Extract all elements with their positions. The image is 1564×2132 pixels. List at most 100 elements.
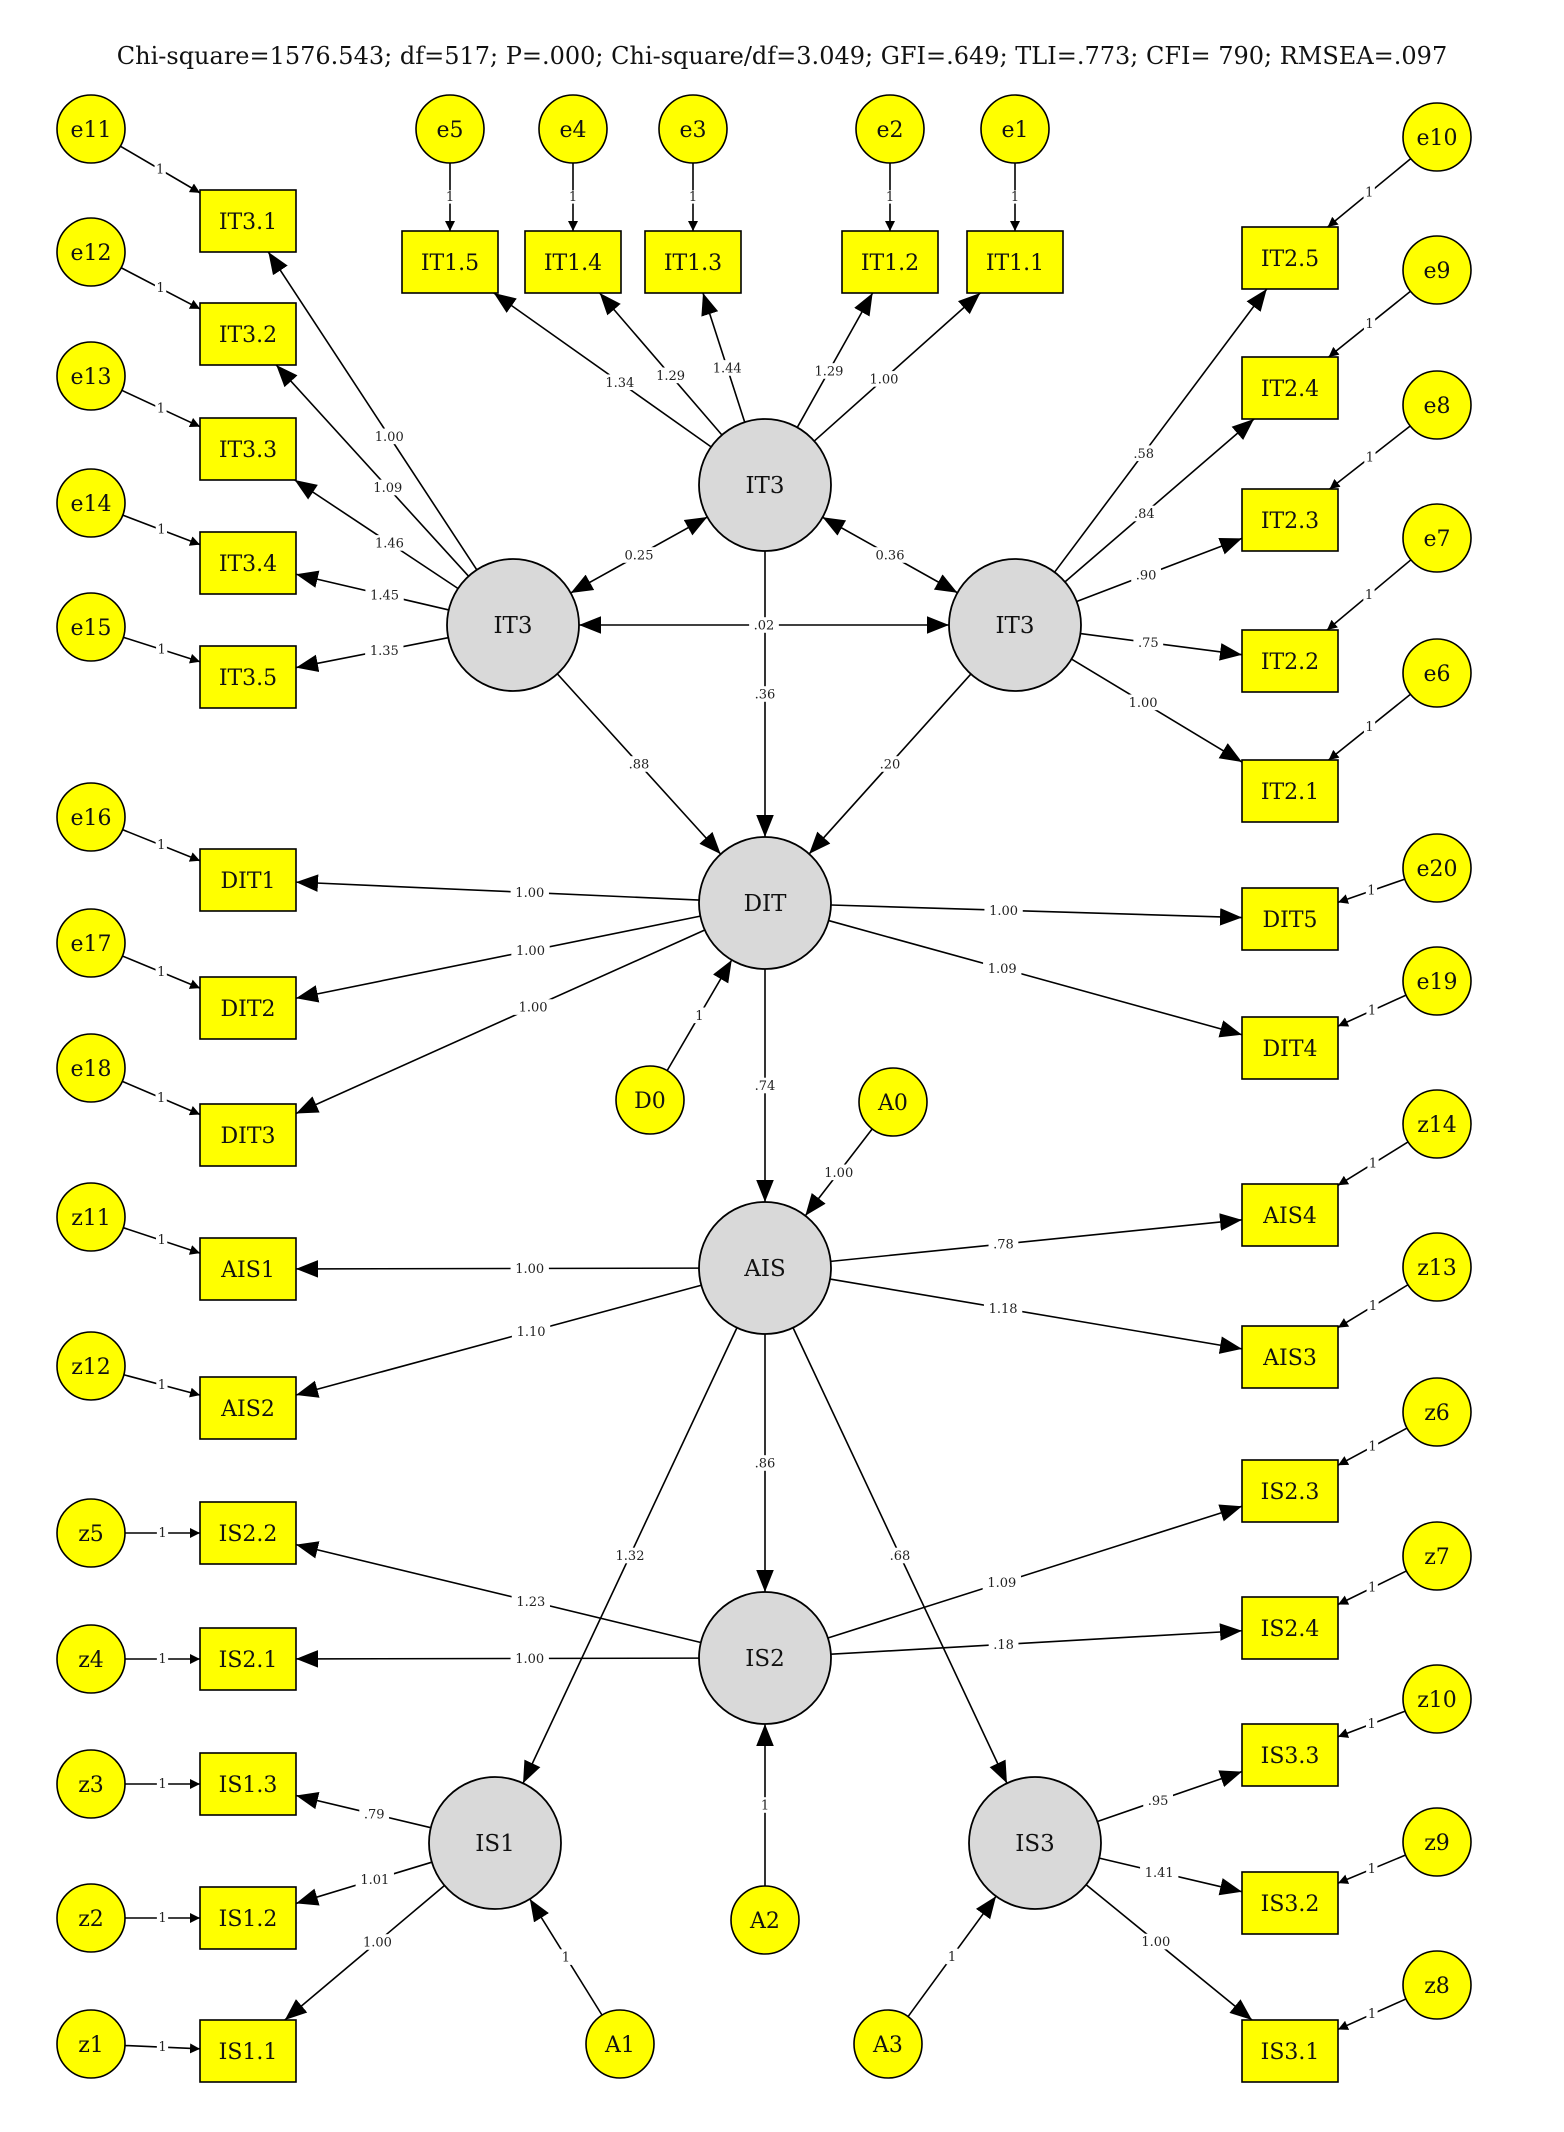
error-circle xyxy=(56,2009,126,2079)
indicator-label: DIT3 xyxy=(221,1124,276,1149)
loading-it3-left-to-it3-3-label-bg xyxy=(370,535,409,551)
loading-is3-to-is3-1 xyxy=(1085,1884,1253,2021)
error-label: e3 xyxy=(679,118,706,143)
disturbance-path-a0-label: 1.00 xyxy=(824,1166,853,1181)
loading-is2-to-is2-4-label: .18 xyxy=(993,1638,1014,1653)
loading-it3-right-to-it2-5-label: .58 xyxy=(1133,447,1154,462)
error-circle xyxy=(853,2009,923,2079)
error-path-z14-label: 1 xyxy=(1369,1156,1377,1171)
indicator-ais4: AIS4 xyxy=(1241,1183,1339,1247)
indicator-label: AIS3 xyxy=(1262,1346,1317,1371)
loading-it3-left-to-it3-1-label-bg xyxy=(370,428,409,445)
loading-it3-right-to-it2-1-label: 1.00 xyxy=(1129,696,1158,711)
indicator-it3-3: IT3.3 xyxy=(199,417,297,481)
error-term-d0: D0 xyxy=(615,1065,685,1135)
error-circle xyxy=(1402,638,1472,708)
error-path-e19-label: 1 xyxy=(1368,1003,1376,1018)
error-path-z13-label: 1 xyxy=(1369,1299,1377,1314)
indicator-it2-4: IT2.4 xyxy=(1241,356,1339,420)
indicator-it3-4: IT3.4 xyxy=(199,531,297,595)
error-path-z4-label: 1 xyxy=(158,1652,166,1667)
error-term-e17: e17 xyxy=(56,908,126,978)
error-term-e13: e13 xyxy=(56,341,126,411)
indicator-ais1: AIS1 xyxy=(199,1237,297,1301)
indicator-is2-3: IS2.3 xyxy=(1241,1459,1339,1523)
error-path-z1-label: 1 xyxy=(158,2040,166,2055)
error-path-z13-label-bg xyxy=(1367,1299,1379,1313)
error-label: z4 xyxy=(78,1648,104,1673)
error-term-z14: z14 xyxy=(1402,1089,1472,1159)
loading-it3-right-to-it2-4-label: .84 xyxy=(1134,507,1155,522)
latent-label: IT3 xyxy=(493,613,532,639)
loading-it3-right-to-it2-3-label-bg xyxy=(1131,567,1161,583)
error-path-e3-label: 1 xyxy=(689,190,697,205)
indicator-label: IS1.2 xyxy=(219,1907,278,1932)
loading-it3-top-to-it1-3-label: 1.44 xyxy=(713,361,742,376)
error-path-e14-label: 1 xyxy=(157,523,165,538)
indicator-label: IT2.4 xyxy=(1261,377,1319,402)
error-label: e15 xyxy=(70,616,111,641)
indicator-box xyxy=(199,1237,297,1301)
loading-it3-left-to-it3-1-label: 1.00 xyxy=(375,430,404,445)
error-path-z9-label-bg xyxy=(1366,1862,1378,1876)
error-circle xyxy=(1402,1089,1472,1159)
latent-is3: IS3 xyxy=(968,1776,1102,1910)
path-it3-top-to-dit-label: .36 xyxy=(755,688,776,703)
loading-is2-to-is2-4-label-bg xyxy=(988,1636,1019,1653)
error-term-a0: A0 xyxy=(858,1067,928,1137)
loading-is1-to-is1-2-label: 1.01 xyxy=(360,1873,389,1888)
loading-it3-left-to-it3-2-label: 1.09 xyxy=(373,481,402,496)
loading-is2-to-is2-2-label-bg xyxy=(511,1593,550,1610)
disturbance-path-a2-label: 1 xyxy=(761,1799,769,1814)
indicator-dit2: DIT2 xyxy=(199,976,297,1040)
error-term-z4: z4 xyxy=(56,1624,126,1694)
error-term-e14: e14 xyxy=(56,468,126,538)
error-path-e9-label-bg xyxy=(1363,317,1376,331)
loading-it3-left-to-it3-1 xyxy=(267,251,478,571)
path-dit-to-ais-label-bg xyxy=(750,1077,780,1094)
error-label: e4 xyxy=(559,118,586,143)
error-term-e11: e11 xyxy=(56,94,126,164)
error-path-e1-label: 1 xyxy=(1011,190,1019,205)
error-path-e13-label: 1 xyxy=(157,401,165,416)
error-path-e8-label-bg xyxy=(1364,450,1376,465)
error-path-e18-label: 1 xyxy=(157,1091,165,1106)
error-path-z7-label: 1 xyxy=(1368,1581,1376,1596)
loading-is3-to-is3-1-label-bg xyxy=(1136,1933,1175,1950)
error-circle xyxy=(56,1331,126,1401)
error-path-e18-label-bg xyxy=(155,1091,167,1105)
error-path-z5-label: 1 xyxy=(158,1526,166,1541)
indicator-label: DIT1 xyxy=(221,869,276,894)
error-circle xyxy=(858,1067,928,1137)
error-label: A0 xyxy=(877,1091,908,1116)
indicator-label: IT2.2 xyxy=(1261,650,1319,675)
error-term-e16: e16 xyxy=(56,782,126,852)
indicator-is1-1: IS1.1 xyxy=(199,2019,297,2083)
disturbance-path-d0-label-bg xyxy=(693,1007,706,1024)
model-fit-title: Chi-square=1576.543; df=517; P=.000; Chi… xyxy=(116,42,1448,70)
error-path-e13-label-bg xyxy=(155,401,167,416)
indicator-box xyxy=(199,1501,297,1565)
error-label: z1 xyxy=(78,2033,104,2058)
indicator-box xyxy=(1241,1325,1339,1389)
error-term-e4: e4 xyxy=(538,94,608,164)
indicator-label: IT2.3 xyxy=(1261,509,1319,534)
error-circle xyxy=(1402,370,1472,440)
loading-it3-left-to-it3-5-label: 1.35 xyxy=(370,644,399,659)
path-ais-to-is3-label: .68 xyxy=(890,1549,911,1564)
error-path-e12-label-bg xyxy=(154,281,167,295)
loading-dit-to-dit2 xyxy=(295,915,701,1003)
indicator-it1-5: IT1.5 xyxy=(401,230,499,294)
error-path-e20-label: 1 xyxy=(1367,884,1375,899)
indicator-box xyxy=(199,189,297,253)
error-term-e20: e20 xyxy=(1402,833,1472,903)
error-path-e17-label: 1 xyxy=(157,965,165,980)
loading-it3-right-to-it2-4 xyxy=(1064,418,1255,583)
loading-it3-right-to-it2-5 xyxy=(1053,288,1268,573)
covariance-it3-left-it3-right-label: .02 xyxy=(754,619,775,634)
indicator-dit5: DIT5 xyxy=(1241,887,1339,951)
error-term-e2: e2 xyxy=(855,94,925,164)
loading-it3-right-to-it2-2-label: .75 xyxy=(1138,636,1159,651)
loading-it3-top-to-it1-2-label: 1.29 xyxy=(814,365,843,380)
indicator-label: IS2.3 xyxy=(1261,1480,1320,1505)
